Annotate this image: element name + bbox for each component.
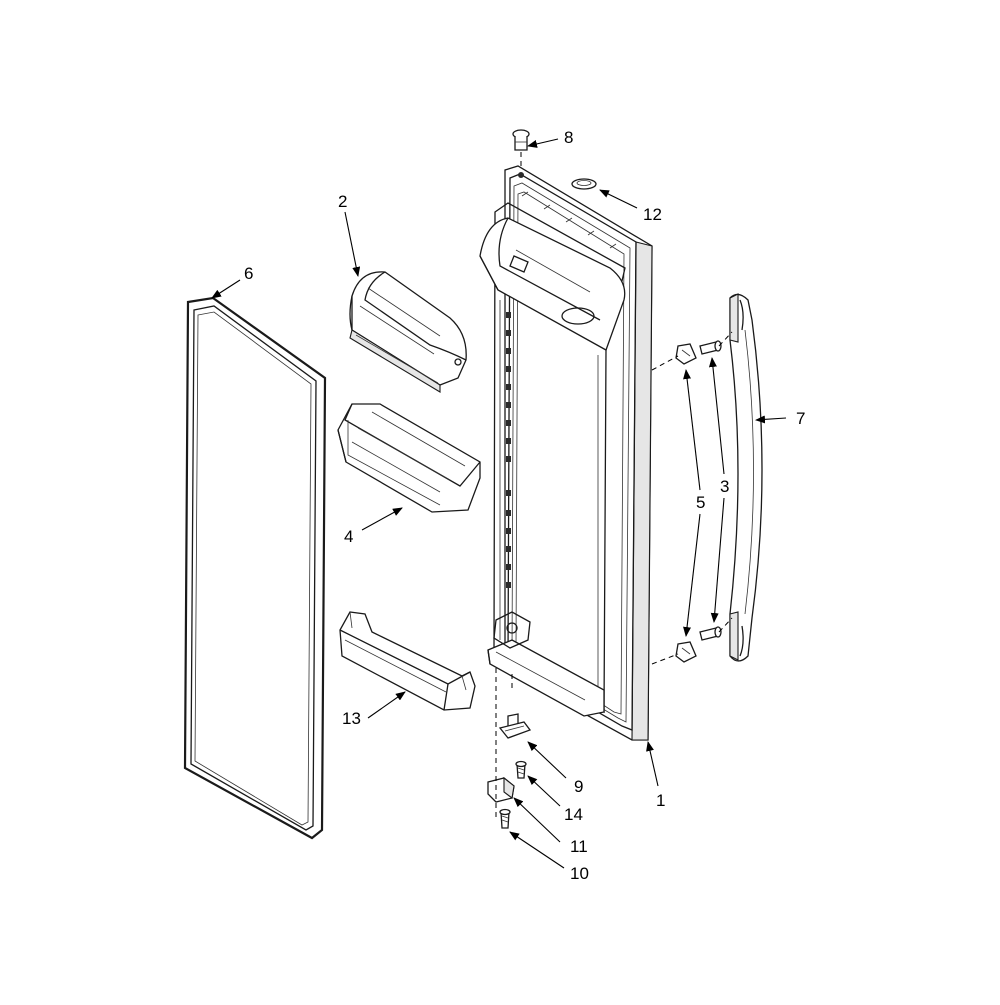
- dairy-compartment-cover: [349, 271, 467, 393]
- door-bin: [337, 403, 481, 513]
- door-shelf-bar: [339, 611, 476, 711]
- refrigerator-door: [479, 165, 653, 741]
- door-gasket: [183, 296, 327, 840]
- callout-3: 3: [720, 477, 729, 496]
- handle-screw-bottom: [699, 626, 722, 641]
- handle-clip-top: [675, 343, 697, 365]
- callout-13: 13: [342, 709, 361, 728]
- door-handle: [729, 293, 763, 662]
- callout-10: 10: [570, 864, 589, 883]
- callout-8: 8: [564, 128, 573, 147]
- hinge-screw: [515, 760, 527, 779]
- top-hinge-pin: [512, 129, 530, 151]
- callout-14: 14: [564, 805, 583, 824]
- callout-1: 1: [656, 791, 665, 810]
- callout-7: 7: [796, 409, 805, 428]
- leader-lines: [211, 138, 787, 869]
- bottom-hinge: [498, 713, 532, 739]
- callout-5: 5: [696, 493, 705, 512]
- handle-clip-bottom: [675, 641, 697, 663]
- alignment-lines: [495, 152, 733, 820]
- callout-11: 11: [570, 837, 588, 856]
- callout-9: 9: [574, 777, 583, 796]
- handle-screw-top: [699, 340, 722, 355]
- hole-plug: [571, 178, 597, 190]
- callout-12: 12: [643, 205, 662, 224]
- hinge-bracket: [487, 776, 515, 803]
- bottom-screw: [499, 808, 511, 829]
- callout-4: 4: [344, 527, 353, 546]
- callout-6: 6: [244, 264, 253, 283]
- bin-support-pegs: [506, 312, 511, 588]
- callout-2: 2: [338, 192, 347, 211]
